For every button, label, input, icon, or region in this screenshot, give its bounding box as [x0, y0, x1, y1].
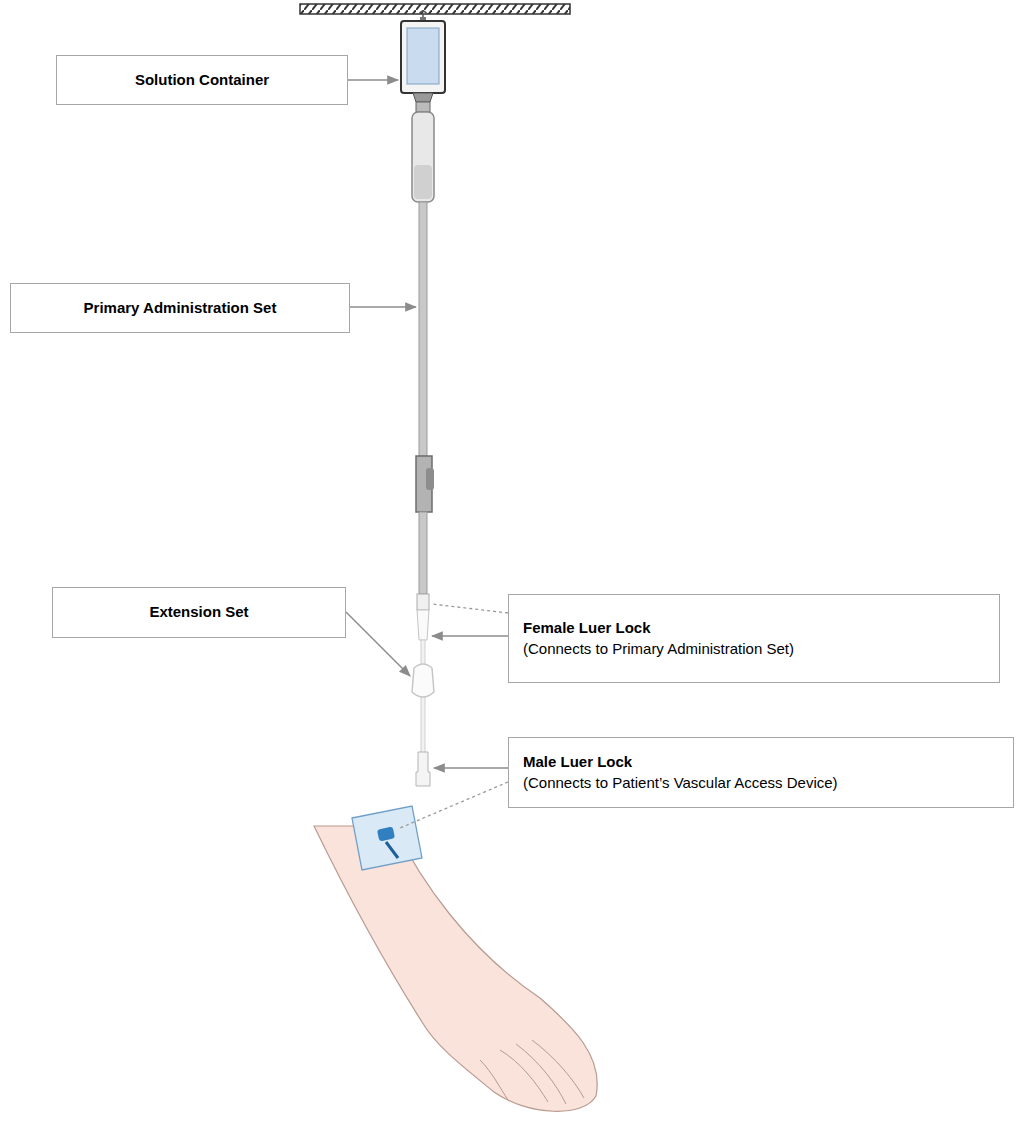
drip-fluid [414, 165, 432, 199]
dressing [352, 806, 422, 870]
part-note: (Connects to Patient’s Vascular Access D… [523, 773, 838, 793]
bag-port [413, 93, 433, 102]
callout-box: Solution Container [56, 55, 348, 105]
vascular-access-device [377, 826, 395, 841]
female-luer-lock [417, 594, 429, 610]
solution-fluid [407, 28, 439, 84]
callout-box: Female Luer Lock(Connects to Primary Adm… [508, 594, 1000, 683]
leader-arrow [346, 612, 410, 676]
primary-tubing [419, 512, 427, 594]
part-name: Extension Set [149, 602, 248, 622]
part-name: Male Luer Lock [523, 752, 632, 772]
part-name: Primary Administration Set [84, 298, 277, 318]
part-name: Solution Container [135, 70, 269, 90]
part-note: (Connects to Primary Administration Set) [523, 639, 794, 659]
leader-arrow [432, 635, 508, 637]
leader-arrow [348, 79, 398, 81]
leader-arrow [434, 767, 508, 769]
female-luer-lock [417, 610, 429, 640]
spacer [346, 612, 410, 678]
ceiling-bar [300, 4, 570, 14]
catheter [386, 842, 398, 858]
part-name: Female Luer Lock [523, 618, 651, 638]
leader-dotted [400, 782, 508, 828]
slide-clamp [412, 664, 434, 697]
drip-chamber [412, 112, 434, 202]
callout-box: Primary Administration Set [10, 283, 350, 333]
callout-box: Male Luer Lock(Connects to Patient’s Vas… [508, 737, 1014, 808]
hand-fingers [480, 1040, 584, 1104]
hook [419, 11, 427, 18]
callout-box: Extension Set [52, 587, 346, 638]
solution-bag [401, 21, 445, 93]
patient-arm [314, 826, 597, 1111]
spike [416, 102, 430, 112]
male-luer-lock [416, 752, 430, 786]
leader-arrow [350, 306, 416, 308]
primary-tubing [419, 202, 427, 456]
roller-wheel [426, 468, 434, 490]
leader-dotted [432, 604, 508, 613]
